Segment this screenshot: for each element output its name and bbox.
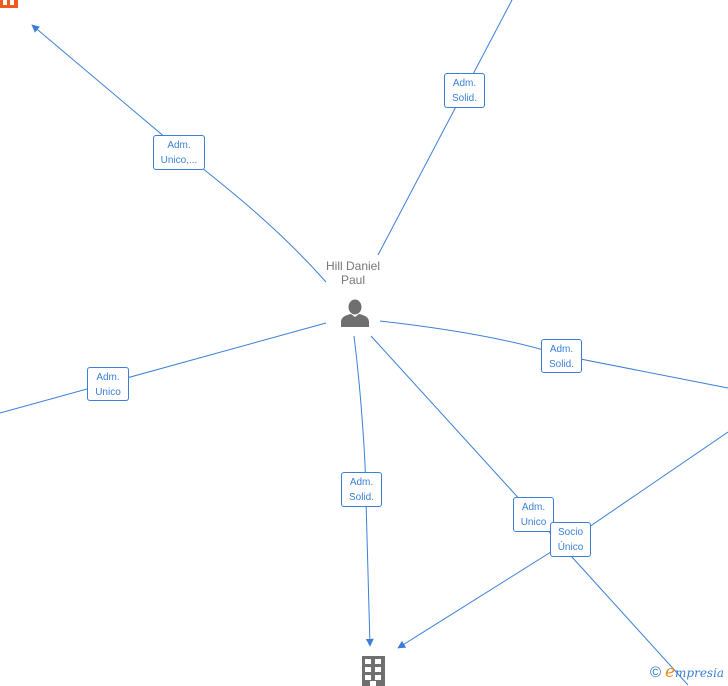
edge-label-line1: Adm.	[349, 477, 374, 488]
edge-label-line2: Solid.	[348, 492, 374, 503]
edge-label-line2: Unico	[520, 517, 547, 528]
brand-logo-initial: e	[664, 662, 676, 682]
edge-label-line1: Adm.	[96, 372, 120, 383]
edge-label-line2: Único	[557, 542, 584, 553]
edge-label-right[interactable]: Adm. Solid.	[541, 339, 582, 373]
edge-label-line1: Adm.	[549, 344, 574, 355]
edge-line-left	[0, 322, 327, 414]
brand-logo-text: mpresia	[675, 666, 725, 680]
person-icon[interactable]	[340, 299, 370, 327]
empresia-watermark: © empresia	[650, 662, 724, 682]
building-icon[interactable]	[362, 656, 385, 686]
edge-label-line2: Solid.	[451, 93, 477, 104]
edge-label-bottom-right-2[interactable]: Socio Único	[550, 522, 591, 557]
edge-label-top-right[interactable]: Adm. Solid.	[444, 73, 485, 108]
edge-line-top-right	[377, 0, 513, 256]
company-node-icon-orange[interactable]	[0, 0, 18, 8]
person-name-line1: Hill Daniel	[325, 259, 381, 273]
edge-label-line1: Adm.	[521, 502, 546, 513]
edge-label-line2: Unico	[95, 387, 121, 398]
edge-label-left[interactable]: Adm. Unico	[87, 367, 129, 401]
edge-label-bottom[interactable]: Adm. Solid.	[341, 472, 382, 507]
edge-label-line2: Solid.	[548, 359, 574, 370]
person-name-line2: Paul	[340, 273, 366, 287]
person-node-label[interactable]: Hill Daniel Paul	[310, 259, 396, 287]
edge-label-line1: Adm.	[167, 140, 191, 151]
edge-label-line1: Socio	[557, 527, 583, 538]
edge-label-line2: Unico,...	[160, 155, 198, 166]
edge-label-line1: Adm.	[452, 78, 477, 89]
copyright-symbol: ©	[650, 664, 662, 681]
edge-label-bottom-right-1[interactable]: Adm. Unico	[513, 497, 554, 532]
edge-label-top-left[interactable]: Adm. Unico,...	[153, 135, 205, 170]
